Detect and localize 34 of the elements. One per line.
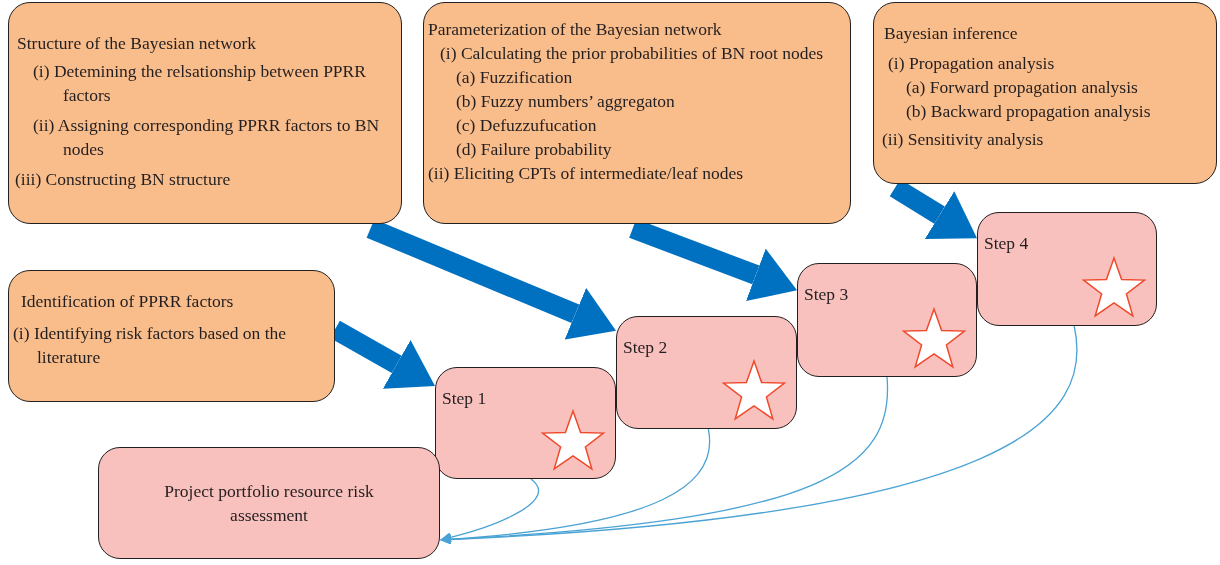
list-item: (b) Fuzzy numbers’ aggregaton — [455, 90, 676, 113]
heading-text: Bayesian inference — [883, 22, 1019, 45]
list-item: (i) Identifying risk factors based on the literature — [13, 322, 288, 369]
stage-box — [8, 270, 335, 402]
list-item: (iii) Constructing BN structure — [15, 168, 232, 191]
heading-text: Parameterization of the Bayesian network — [428, 18, 723, 41]
list-item: (ii) Sensitivity analysis — [882, 128, 1045, 151]
step-label: Step 2 — [623, 336, 669, 359]
list-item: (ii) Eliciting CPTs of intermediate/leaf nodes — [428, 162, 745, 185]
list-item: (i) Propagation analysis — [887, 52, 1056, 75]
list-item: (a) Fuzzification — [455, 66, 574, 89]
list-item: (i) Detemining the relsationship between PPRR factors — [32, 60, 367, 107]
curved-arrow — [440, 325, 1078, 545]
stage-box — [873, 2, 1217, 184]
heading-text: Structure of the Bayesian network — [16, 32, 258, 55]
list-item: (ii) Assigning corresponding PPRR factors to BN nodes — [32, 114, 381, 161]
step-box — [616, 316, 797, 429]
step-label: Step 4 — [984, 232, 1030, 255]
heading-text: Identification of PPRR factors — [20, 290, 235, 313]
curved-arrow — [440, 478, 540, 543]
list-item: (c) Defuzzufucation — [455, 114, 598, 137]
step-label: Step 1 — [442, 387, 488, 410]
list-item: (d) Failure probability — [455, 138, 613, 161]
stage-box — [8, 2, 402, 224]
stage-box — [423, 2, 851, 224]
list-item: (b) Backward propagation analysis — [905, 100, 1152, 123]
step-box — [797, 263, 977, 377]
list-item: (i) Calculating the prior probabilities of BN root nodes — [439, 42, 824, 65]
result-box — [98, 447, 440, 559]
list-item: (a) Forward propagation analysis — [905, 76, 1139, 99]
step-box — [977, 212, 1157, 326]
box-text: Project portfolio resource risk assessment — [163, 480, 375, 527]
step-box — [435, 367, 616, 479]
step-label: Step 3 — [804, 283, 850, 306]
